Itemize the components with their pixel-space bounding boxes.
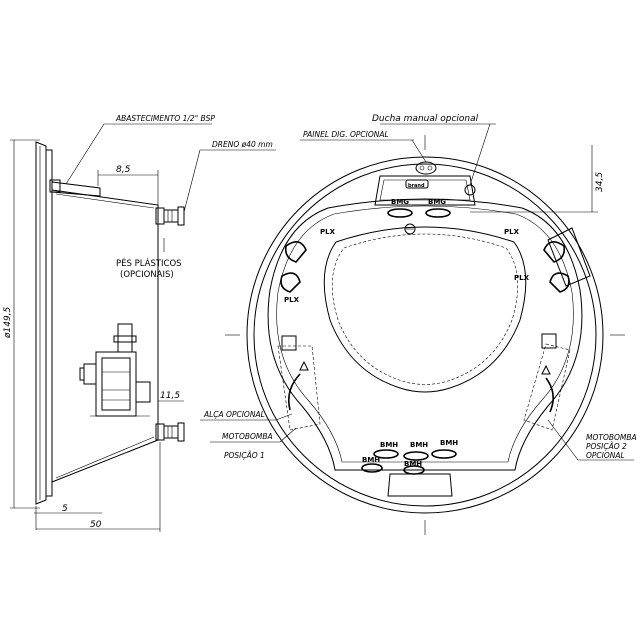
svg-text:brand: brand <box>408 183 425 189</box>
rim-handle <box>547 227 591 287</box>
label-pes-line2: (OPCIONAIS) <box>120 270 174 280</box>
label-abastecimento: ABASTECIMENTO 1/2" BSP <box>115 114 215 123</box>
label-motobomba1-line1: MOTOBOMBA <box>222 432 273 441</box>
jet-plx-tl: PLX <box>320 228 336 236</box>
label-painel: PAINEL DIG. OPCIONAL <box>303 130 389 139</box>
label-alca: ALÇA OPCIONAL <box>203 410 265 419</box>
plx-right-jets <box>543 241 570 293</box>
label-pes-line1: PÉS PLÁSTICOS <box>116 257 182 269</box>
label-motobomba2-line2: POSIÇÃO 2 <box>586 442 627 451</box>
dim-11-5: 11,5 <box>160 391 180 401</box>
motobomba-pos2 <box>523 333 571 431</box>
top-view: brand BMG BMG PLX PLX PLX PLX <box>200 114 637 535</box>
side-view: ø149,5 <box>3 114 276 532</box>
label-motobomba2-line3: OPCIONAL <box>586 451 625 460</box>
shower-hole <box>464 184 476 196</box>
jet-bmg-left: BMG <box>391 198 409 206</box>
dim-height-label: ø149,5 <box>3 306 13 339</box>
jet-bmh-3: BMH <box>440 439 458 447</box>
jet-bmh-1: BMH <box>380 441 398 449</box>
drain-valve <box>155 422 185 442</box>
jet-bmh-4: BMH <box>362 456 380 464</box>
supply-valve <box>155 206 185 226</box>
jet-bmh-5: BMH <box>404 460 422 468</box>
motobomba-pos1 <box>277 335 321 431</box>
label-motobomba2-line1: MOTOBOMBA <box>586 433 637 442</box>
jet-plx-bl: PLX <box>284 296 300 304</box>
dim-5: 5 <box>62 504 68 514</box>
center-drain <box>404 223 416 235</box>
dim-50: 50 <box>90 520 102 530</box>
floor-texture <box>331 233 519 385</box>
jet-plx-br: PLX <box>514 274 530 282</box>
jet-bmg-right: BMG <box>428 198 446 206</box>
plx-left-jets <box>280 241 307 293</box>
label-ducha: Ducha manual opcional <box>372 114 479 124</box>
dim-34-5: 34,5 <box>595 172 605 192</box>
label-motobomba1-line2: POSIÇÃO 1 <box>224 451 265 460</box>
side-pump <box>79 323 151 417</box>
jet-plx-tr: PLX <box>504 228 520 236</box>
dim-8-5: 8,5 <box>116 165 131 175</box>
jet-bmh-2: BMH <box>410 441 428 449</box>
bmh-jets <box>361 449 457 475</box>
label-dreno: DRENO ø40 mm <box>212 140 273 149</box>
